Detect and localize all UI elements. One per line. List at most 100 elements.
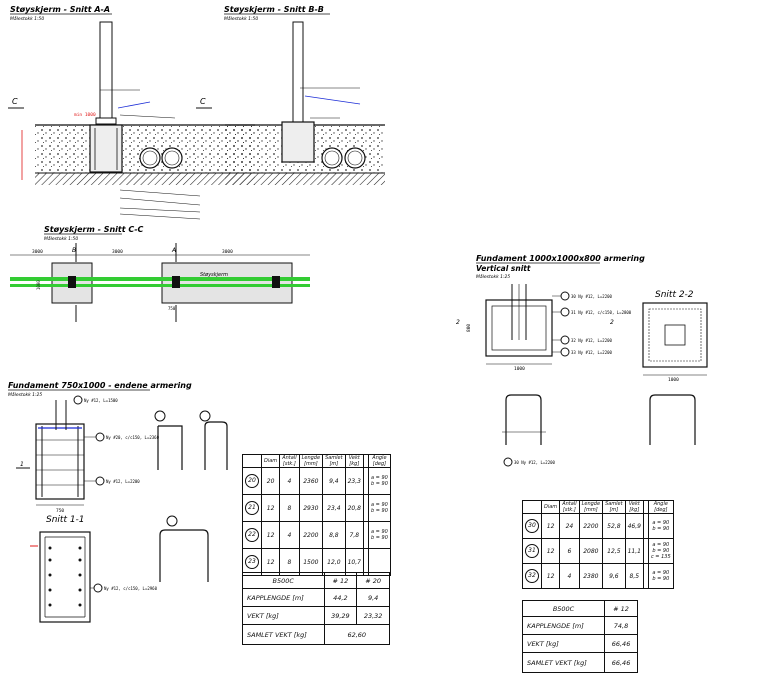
callout-r21: Ny #12, c/c150, L=2960: [104, 586, 158, 591]
table-cell: 6: [559, 538, 580, 564]
col-samlet: Samlet [m]: [322, 454, 346, 468]
summary-label: KAPPLENGDE [m]: [521, 616, 606, 635]
summary-label: KAPPLENGDE [m]: [242, 588, 325, 607]
table-row-pos: 30: [525, 519, 539, 533]
marker-2-right: 2: [610, 319, 614, 326]
fund750-scale: Målestokk 1:25: [8, 391, 42, 398]
marker-b-top: B: [72, 247, 76, 254]
summary-value: 74,8: [604, 616, 638, 635]
table-cell: 12: [540, 563, 561, 589]
table-cell: 4: [279, 521, 300, 549]
callout-r32: 32 Ny #12, L=2200: [571, 338, 613, 343]
table-cell: 12,5: [602, 538, 626, 564]
section-c-marker-left: C: [12, 97, 18, 106]
table-cell: 24: [559, 513, 580, 539]
table-cell: a = 90 b = 90: [367, 467, 391, 495]
summary-total-value: 62,60: [323, 624, 391, 645]
table-cell: 12: [540, 513, 561, 539]
col-vekt: Vekt [kg]: [344, 454, 364, 468]
fund1000-subtitle: Vertical snitt: [476, 264, 531, 273]
table-cell: 23,3: [344, 467, 364, 495]
table-cell: 2080: [578, 538, 604, 564]
table-cell: 8: [279, 494, 300, 522]
table-cell: 23,4: [322, 494, 346, 522]
callout-r33: 33 Ny #12, L=2200: [571, 350, 613, 355]
summary-header: # 12: [323, 572, 358, 589]
summary-value: 44,2: [323, 588, 358, 607]
table-cell: 4: [279, 467, 300, 495]
col-pos: [242, 454, 262, 468]
fundament-750: Fundament 750x1000 - endene armering Mål…: [8, 381, 228, 623]
table-cell: 20,8: [344, 494, 364, 522]
table-row-pos: 21: [245, 501, 259, 515]
min-depth-label: min 1000: [74, 112, 96, 118]
table-cell: 52,8: [602, 513, 626, 539]
summary-total-value: 66,46: [604, 652, 638, 673]
col-pos: [522, 500, 542, 514]
marker-a-top: A: [171, 247, 176, 254]
table-cell: 20: [260, 467, 281, 495]
callout-r31: 31 Ny #12, c/c150, L=2800: [571, 310, 632, 315]
snitt11-title: Snitt 1-1: [46, 515, 85, 525]
callout-r20: Ny #20, c/c150, L=2360: [106, 435, 160, 440]
table-cell: 46,9: [624, 513, 644, 539]
table-cell: 7,8: [344, 521, 364, 549]
summary-value: 66,46: [604, 634, 638, 653]
section-bb-title: Støyskjerm - Snitt B-B: [224, 5, 324, 14]
table-row-pos: 31: [525, 544, 539, 558]
cc-dim-750: 750: [168, 306, 176, 311]
table-cell: 12: [260, 494, 281, 522]
cc-dim-left: 3000: [32, 249, 43, 255]
summary-table-left: B500C # 12 # 20 KAPPLENGDE [m] 44,2 9,4 …: [242, 572, 391, 645]
section-aa-title: Støyskjerm - Snitt A-A: [10, 5, 110, 14]
summary-value: 23,32: [356, 606, 390, 625]
table-cell: 2380: [578, 563, 604, 589]
col-antall: Antall [stk.]: [279, 454, 300, 468]
col-diam: Diam: [260, 454, 281, 468]
fund1000-scale: Målestokk 1:25: [476, 273, 510, 280]
table-cell: 9,4: [322, 467, 346, 495]
col-vekt: Vekt [kg]: [624, 500, 644, 514]
summary-header: # 20: [356, 572, 390, 589]
section-aa-scale: Målestokk 1:50: [10, 15, 44, 22]
col-lengde: Lengde [mm]: [578, 500, 604, 514]
fundament-1000: Fundament 1000x1000x800 armering Vertica…: [456, 254, 708, 467]
table-cell: a = 90 b = 90 c = 135: [647, 538, 674, 564]
cc-dim-right: 3000: [222, 249, 233, 255]
table-cell: 2200: [298, 521, 324, 549]
fund750-title: Fundament 750x1000 - endene armering: [8, 381, 192, 390]
summary-header: B500C: [242, 572, 325, 589]
table-cell: 4: [559, 563, 580, 589]
table-row-pos: 20: [245, 474, 259, 488]
table-cell: 9,6: [602, 563, 626, 589]
summary-label: VEKT [kg]: [521, 634, 606, 653]
rebar-table-right: Diam Antall [stk.] Lengde [mm] Samlet [m…: [522, 500, 674, 589]
section-cc-title: Støyskjerm - Snitt C-C: [44, 225, 144, 234]
table-cell: 12: [540, 538, 561, 564]
summary-total-label: SAMLET VEKT [kg]: [242, 624, 325, 645]
summary-value: 9,4: [356, 588, 390, 607]
col-lengde: Lengde [mm]: [298, 454, 324, 468]
table-cell: a = 90 b = 90: [367, 521, 391, 549]
section-bb: Støyskjerm - Snitt B-B Målestokk 1:50: [224, 5, 385, 185]
marker-1-left: 1: [20, 461, 24, 468]
callout-bottom-r30: 30 Ny #12, L=2200: [514, 460, 556, 465]
table-cell: 2200: [578, 513, 604, 539]
cc-dim-1000: 1000: [36, 280, 41, 290]
table-cell: 1500: [298, 548, 324, 576]
fund1000-dim: 1000: [514, 366, 525, 372]
table-cell: a = 90 b = 90: [647, 513, 674, 539]
section-cc-scale: Målestokk 1:50: [44, 235, 78, 242]
col-diam: Diam: [540, 500, 561, 514]
fund1000-height: 800: [466, 324, 472, 332]
summary-table-right: B500C # 12 KAPPLENGDE [m] 74,8 VEKT [kg]…: [521, 600, 638, 673]
col-samlet: Samlet [m]: [602, 500, 626, 514]
snitt22-dim: 1000: [668, 377, 679, 383]
table-cell: 8,8: [322, 521, 346, 549]
callout-r30: 30 Ny #12, L=2200: [571, 294, 613, 299]
table-cell: 11,1: [624, 538, 644, 564]
summary-label: VEKT [kg]: [242, 606, 325, 625]
marker-2-left: 2: [456, 319, 460, 326]
section-aa: Støyskjerm - Snitt A-A Målestokk 1:50 C …: [8, 5, 255, 220]
